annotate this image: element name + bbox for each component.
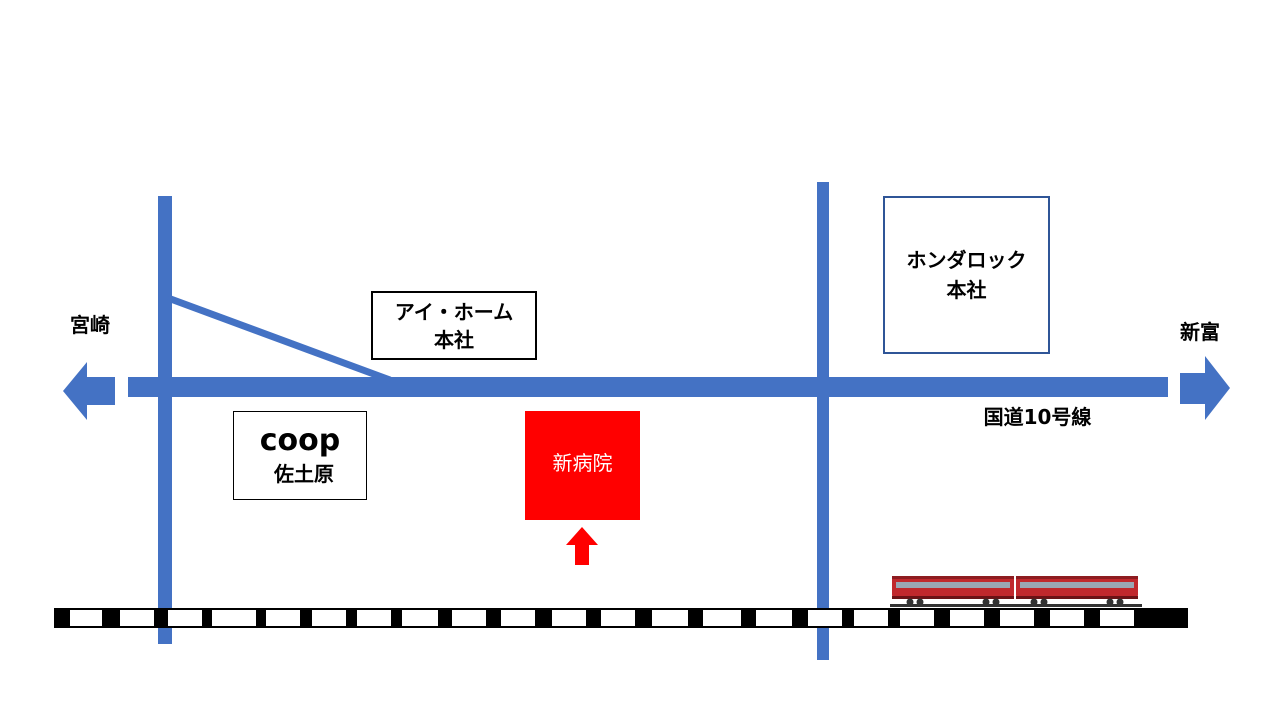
railway-tie <box>501 610 535 626</box>
landmark-coop-sub: 佐土原 <box>274 461 334 486</box>
railway-tie <box>70 610 102 626</box>
arrow-up-icon <box>566 527 598 565</box>
railway-tie <box>900 610 934 626</box>
railway-tie <box>168 610 202 626</box>
landmark-hondalock-name: ホンダロック <box>906 248 1027 272</box>
railway-tie <box>1100 610 1134 626</box>
railway-tie <box>212 610 256 626</box>
arrow-right-icon <box>1180 356 1230 420</box>
landmark-aihome: アイ・ホーム 本社 <box>371 291 537 360</box>
landmark-new-hospital-label: 新病院 <box>552 451 613 475</box>
landmark-coop-name: coop <box>259 422 341 458</box>
arrow-left-icon <box>63 362 115 420</box>
landmark-coop: coop 佐土原 <box>233 411 367 500</box>
train-icon <box>890 576 1142 607</box>
landmark-hondalock: ホンダロック 本社 <box>883 196 1050 354</box>
diagonal-road <box>166 294 392 384</box>
railway-track <box>54 608 1188 628</box>
railway-tie <box>950 610 984 626</box>
railway-tie <box>601 610 635 626</box>
railway-tie <box>402 610 438 626</box>
landmark-aihome-sub: 本社 <box>434 327 474 352</box>
destination-west-label: 宮崎 <box>70 313 110 337</box>
railway-tie <box>120 610 154 626</box>
railway-tie <box>808 610 842 626</box>
railway-tie <box>703 610 741 626</box>
train-car-1 <box>892 576 1014 606</box>
destination-east-label: 新富 <box>1180 320 1220 344</box>
railway-tie <box>312 610 346 626</box>
east-cross-road <box>817 182 829 660</box>
railway-tie <box>652 610 688 626</box>
railway-tie <box>357 610 391 626</box>
landmark-new-hospital: 新病院 <box>525 411 640 520</box>
railway-tie <box>266 610 300 626</box>
landmark-hondalock-sub: 本社 <box>946 278 987 302</box>
train-car-2 <box>1016 576 1138 606</box>
landmark-aihome-name: アイ・ホーム <box>394 299 514 324</box>
west-cross-road <box>158 196 172 644</box>
railway-tie <box>1050 610 1084 626</box>
route-label: 国道10号線 <box>983 405 1092 429</box>
railway-tie <box>552 610 586 626</box>
railway-tie <box>756 610 792 626</box>
railway-tie <box>854 610 888 626</box>
railway-tie <box>452 610 486 626</box>
railway-tie <box>1000 610 1034 626</box>
